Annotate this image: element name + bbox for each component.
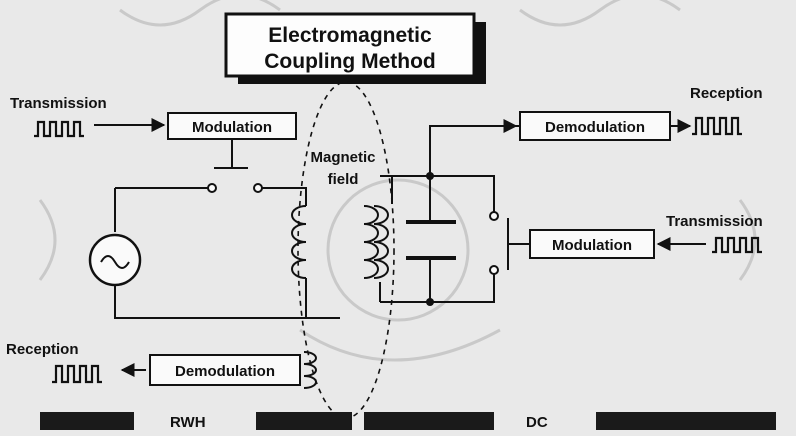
reception-top-label: Reception	[690, 85, 763, 102]
magnetic-field-boundary	[297, 81, 395, 419]
coil-icon	[303, 351, 317, 389]
pulse-signal-icon	[712, 236, 762, 254]
demodulation-top-label: Demodulation	[545, 119, 645, 136]
demodulation-top-box: Demodulation	[519, 111, 671, 141]
pulse-signal-icon	[52, 364, 102, 384]
field-label: field	[328, 171, 359, 188]
footer-left-text: RWH	[170, 414, 206, 431]
capacitor-icon	[406, 176, 456, 302]
switch-icon	[115, 167, 298, 193]
modulation-right-label: Modulation	[552, 237, 632, 254]
magnetic-label: Magnetic	[310, 149, 375, 166]
demodulation-bottom-label: Demodulation	[175, 363, 275, 380]
transmission-right-label: Transmission	[666, 213, 763, 230]
reception-bottom-label: Reception	[6, 341, 79, 358]
footer-bar: RWH DC	[40, 412, 776, 431]
title-line-2: Coupling Method	[264, 50, 435, 73]
modulation-left-label: Modulation	[192, 119, 272, 136]
transmission-left-label: Transmission	[10, 95, 107, 112]
ac-source-icon	[88, 233, 142, 287]
demodulation-bottom-box: Demodulation	[149, 354, 301, 386]
footer-right-text: DC	[526, 414, 548, 431]
modulation-right-box: Modulation	[529, 229, 655, 259]
pulse-signal-icon	[34, 120, 84, 138]
background-ornament	[38, 0, 757, 362]
title-line-1: Electromagnetic	[268, 24, 432, 47]
pulse-signal-icon	[692, 116, 742, 136]
title-box: Electromagnetic Coupling Method	[224, 12, 486, 84]
coil-icon	[363, 175, 393, 302]
coil-icon	[291, 205, 307, 318]
modulation-left-box: Modulation	[167, 112, 297, 140]
